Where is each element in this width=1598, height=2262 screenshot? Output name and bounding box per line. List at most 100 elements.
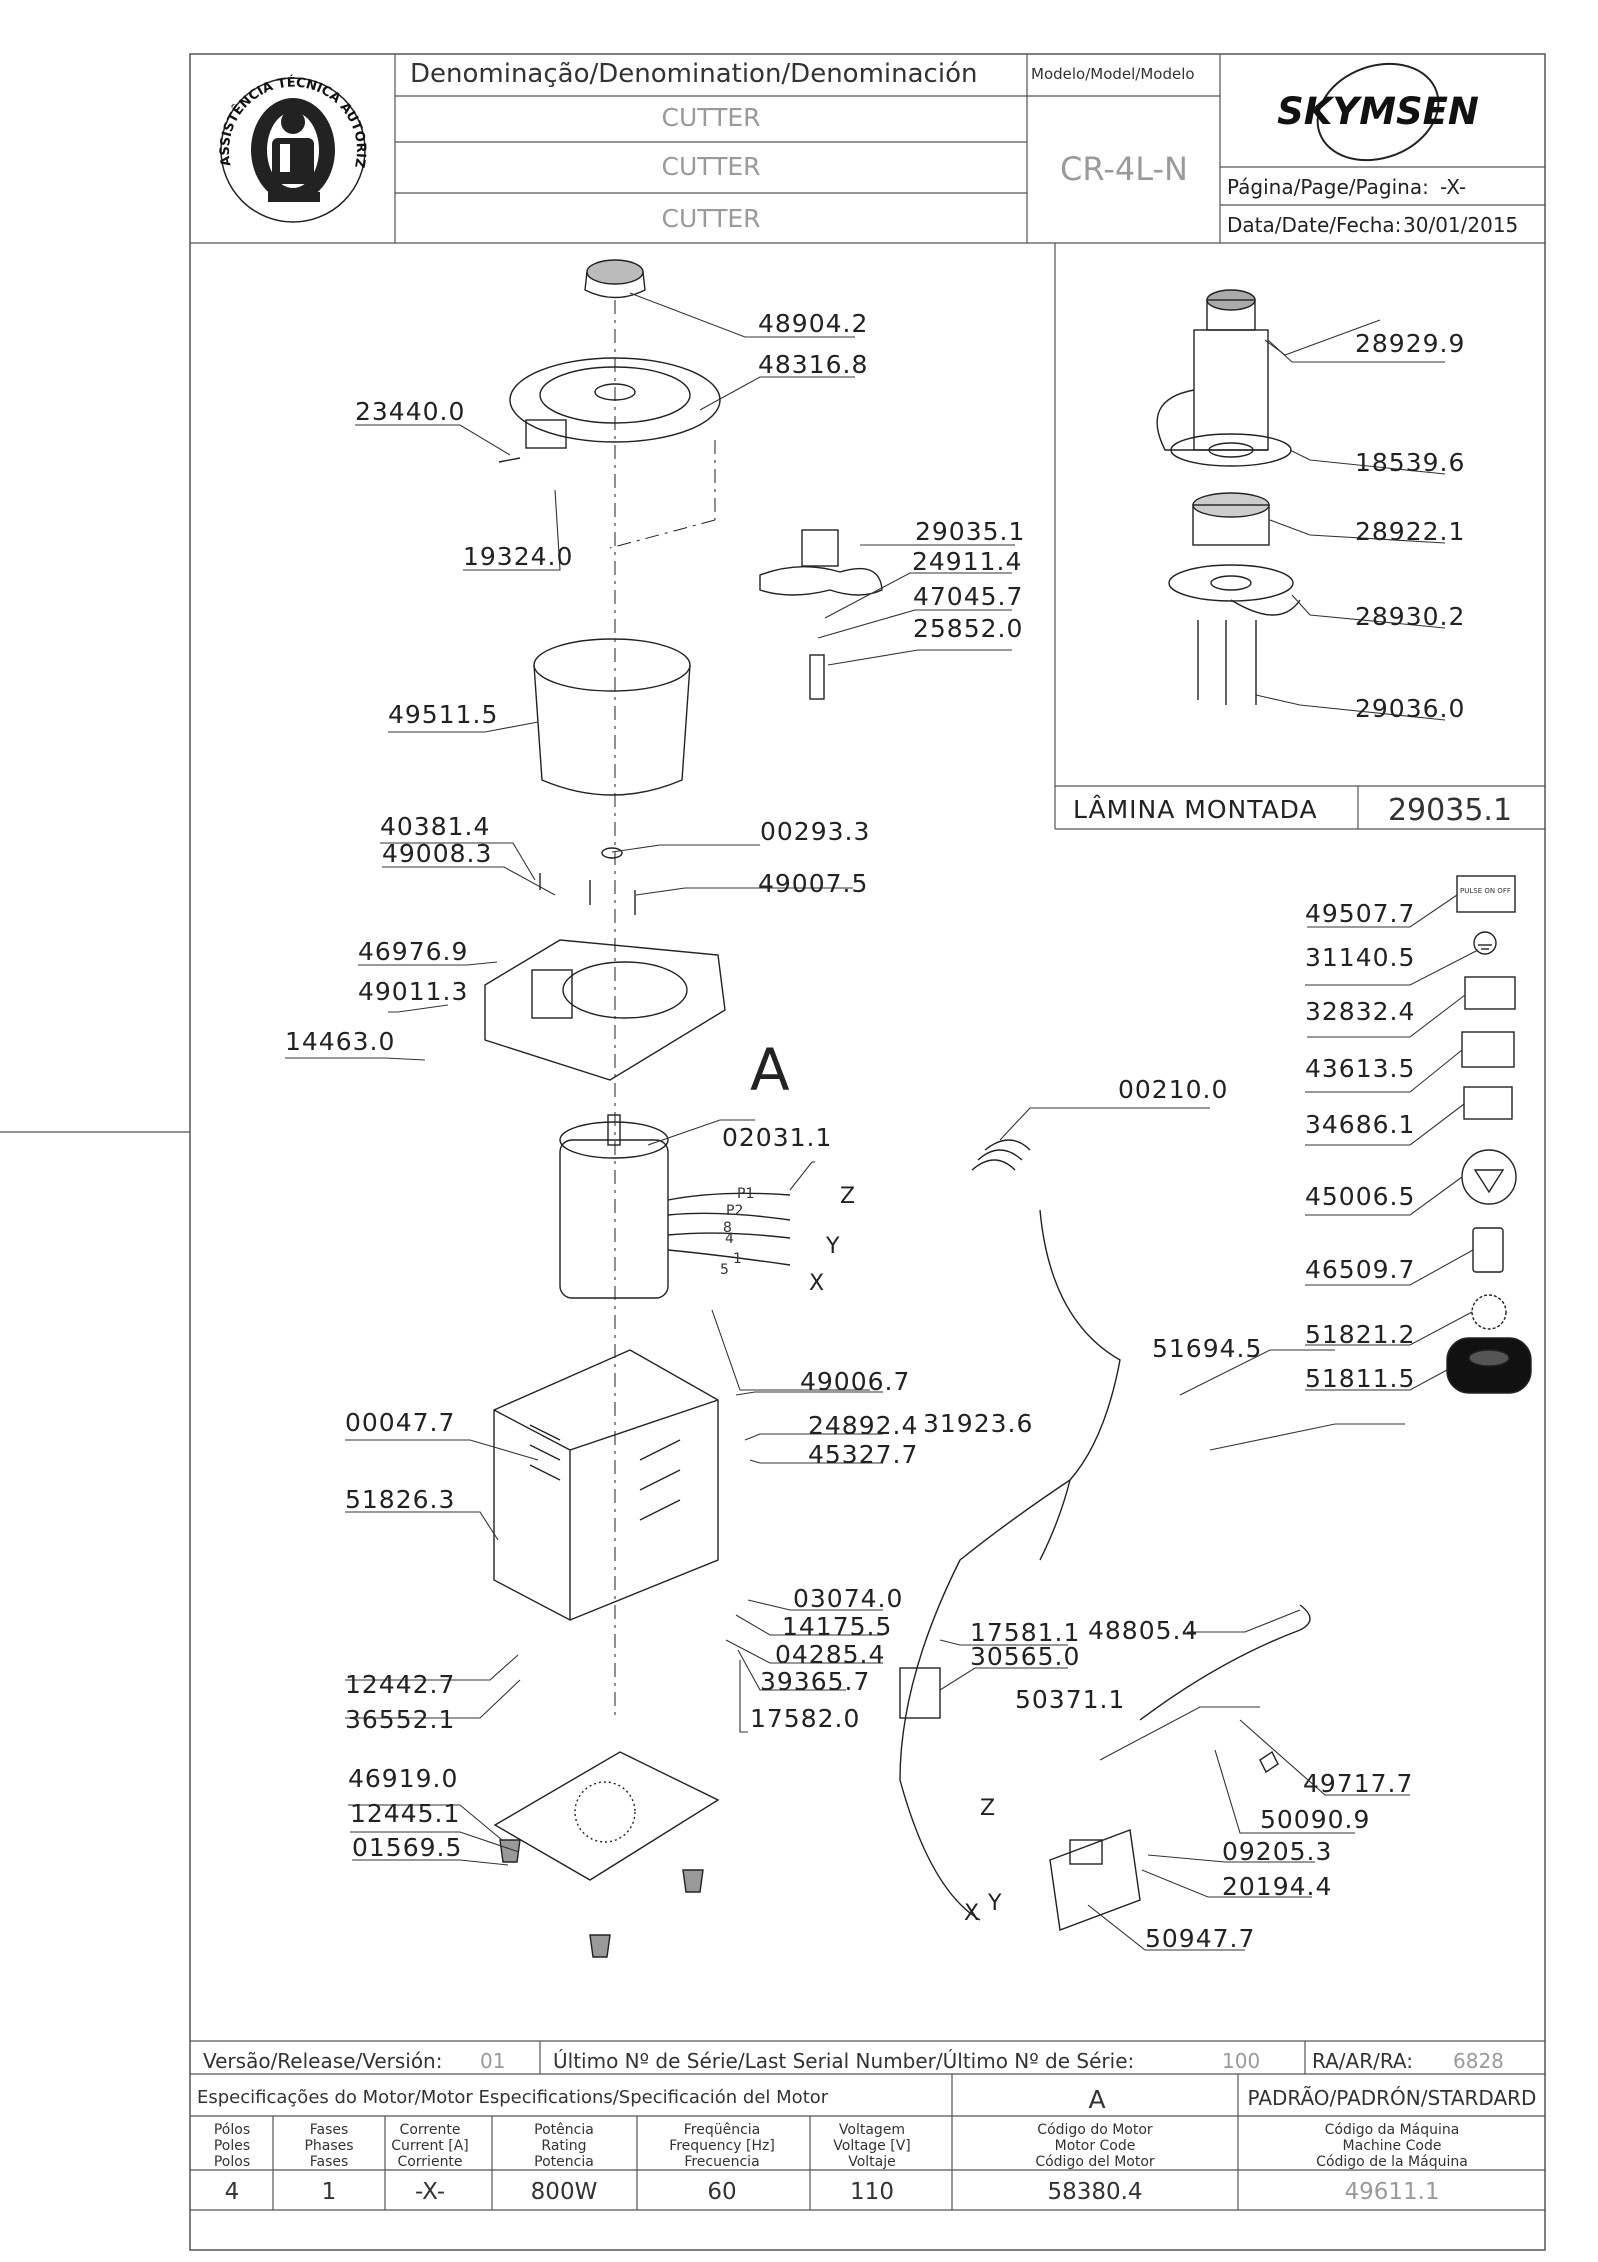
spec-columns: Pólos Poles Polos 4 Fases Phases Fases 1… [214, 2122, 1468, 2205]
col-phases-l2: Phases [304, 2138, 353, 2154]
blade-assembly-inset [1054, 243, 1545, 830]
part-25852-0: 25852.0 [913, 614, 1023, 643]
part-18539-6: 18539.6 [1355, 448, 1465, 477]
serial-label: Último Nº de Série/Last Serial Number/Úl… [553, 2049, 1134, 2073]
part-03074-0: 03074.0 [793, 1584, 903, 1613]
part-51811-5: 51811.5 [1305, 1364, 1415, 1393]
part-49008-3: 49008.3 [382, 839, 492, 868]
part-12442-7: 12442.7 [345, 1670, 455, 1699]
part-17582-0: 17582.0 [750, 1704, 860, 1733]
wire-8: 8 [723, 1220, 732, 1236]
part-20194-4: 20194.4 [1222, 1872, 1332, 1901]
col-rating-l1: Potência [534, 2122, 594, 2138]
part-01569-5: 01569.5 [352, 1833, 462, 1862]
name-es: CUTTER [661, 204, 760, 233]
warning-label [1463, 1086, 1513, 1120]
col-machine-code-l1: Código da Máquina [1325, 2122, 1460, 2138]
col-phases-l3: Fases [310, 2154, 349, 2170]
footer-grid [190, 2040, 1545, 2211]
leader-lines [285, 292, 1479, 1951]
part-24892-4: 24892.4 [808, 1411, 918, 1440]
part-00210-0: 00210.0 [1118, 1075, 1228, 1104]
part-19324-0: 19324.0 [463, 542, 573, 571]
poles-value: 4 [225, 2179, 240, 2205]
part-50371-1: 50371.1 [1015, 1685, 1125, 1714]
motor-spec-label: Especificações do Motor/Motor Especifica… [197, 2087, 829, 2108]
phases-value: 1 [322, 2179, 337, 2205]
part-49007-5: 49007.5 [758, 869, 868, 898]
denomination-label: Denominação/Denomination/Denominación [410, 59, 977, 89]
part-labels: 48904.2 48316.8 23440.0 19324.0 29035.1 … [285, 309, 1465, 1953]
part-24911-4: 24911.4 [912, 547, 1022, 576]
part-48316-8: 48316.8 [758, 350, 868, 379]
motor-variant: A [1088, 2085, 1105, 2114]
part-40381-4: 40381.4 [380, 812, 490, 841]
col-rating-l3: Potencia [534, 2154, 594, 2170]
pulse-sticker [1456, 875, 1516, 913]
part-28930-2: 28930.2 [1355, 602, 1465, 631]
date-value: 30/01/2015 [1403, 213, 1518, 237]
blade-assembly-drawing [1156, 289, 1301, 705]
wire-1: 1 [733, 1251, 742, 1267]
col-voltage-l2: Voltage [V] [833, 2138, 910, 2154]
frequency-value: 60 [707, 2179, 736, 2205]
part-09205-3: 09205.3 [1222, 1837, 1332, 1866]
pulse-sticker-text: PULSE ON OFF [1460, 887, 1511, 895]
col-current-l2: Current [A] [391, 2138, 469, 2154]
part-34686-1: 34686.1 [1305, 1110, 1415, 1139]
col-voltage-l1: Voltagem [839, 2122, 905, 2138]
part-00293-3: 00293.3 [760, 817, 870, 846]
authorized-service-seal: ASSISTÊNCIA TÉCNICA AUTORIZADA [0, 0, 368, 223]
ra-value: 6828 [1453, 2049, 1504, 2073]
wire-p1: P1 [737, 1186, 754, 1202]
z-callout: Z [840, 1184, 855, 1209]
rating-value: 800W [531, 2179, 598, 2205]
manual-sticker [1472, 1227, 1504, 1273]
stickers-drawing [1446, 875, 1532, 1394]
col-rating-l2: Rating [541, 2138, 586, 2154]
part-47045-7: 47045.7 [913, 582, 1023, 611]
view-a-callout: A [750, 1036, 790, 1104]
part-46509-7: 46509.7 [1305, 1255, 1415, 1284]
part-30565-0: 30565.0 [970, 1642, 1080, 1671]
part-51826-3: 51826.3 [345, 1485, 455, 1514]
col-frequency-l2: Frequency [Hz] [669, 2138, 775, 2154]
col-poles-l2: Poles [214, 2138, 250, 2154]
part-45327-7: 45327.7 [808, 1440, 918, 1469]
part-00047-7: 00047.7 [345, 1408, 455, 1437]
standard-label: PADRÃO/PADRÓN/STARDARD [1248, 2086, 1537, 2110]
part-51821-2: 51821.2 [1305, 1320, 1415, 1349]
z-callout-board: Z [980, 1796, 995, 1821]
x-callout-board: X [964, 1901, 979, 1926]
voltage-sticker [1461, 1149, 1517, 1205]
wire-4: 4 [725, 1231, 734, 1247]
y-callout-board: Y [987, 1891, 1002, 1916]
part-46919-0: 46919.0 [348, 1764, 458, 1793]
callout-letters: A Z Y X Z Y X P1 P2 8 4 1 5 [720, 1036, 1002, 1926]
assembled-code: 29035.1 [1388, 793, 1512, 828]
part-04285-4: 04285.4 [775, 1640, 885, 1669]
part-29036-0: 29036.0 [1355, 694, 1465, 723]
part-32832-4: 32832.4 [1305, 997, 1415, 1026]
part-43613-5: 43613.5 [1305, 1054, 1415, 1083]
col-motor-code-l3: Código del Motor [1035, 2154, 1155, 2170]
voltage-value: 110 [850, 2179, 894, 2205]
foot-pad [1471, 1294, 1507, 1330]
part-28929-9: 28929.9 [1355, 329, 1465, 358]
info-sticker [1464, 976, 1516, 1010]
col-poles-l3: Polos [214, 2154, 250, 2170]
col-current-l1: Corrente [400, 2122, 461, 2138]
motor-code-value: 58380.4 [1047, 2179, 1142, 2205]
model-label: Modelo/Model/Modelo [1031, 65, 1195, 83]
part-50947-7: 50947.7 [1145, 1924, 1255, 1953]
part-48805-4: 48805.4 [1088, 1616, 1198, 1645]
part-12445-1: 12445.1 [350, 1799, 460, 1828]
assembled-label: LÂMINA MONTADA [1073, 795, 1318, 824]
part-36552-1: 36552.1 [345, 1705, 455, 1734]
page-value: -X- [1440, 175, 1466, 199]
release-value: 01 [480, 2049, 505, 2073]
col-frequency-l1: Freqüência [684, 2122, 761, 2138]
wire-5: 5 [720, 1262, 729, 1278]
release-label: Versão/Release/Versión: [203, 2049, 442, 2073]
